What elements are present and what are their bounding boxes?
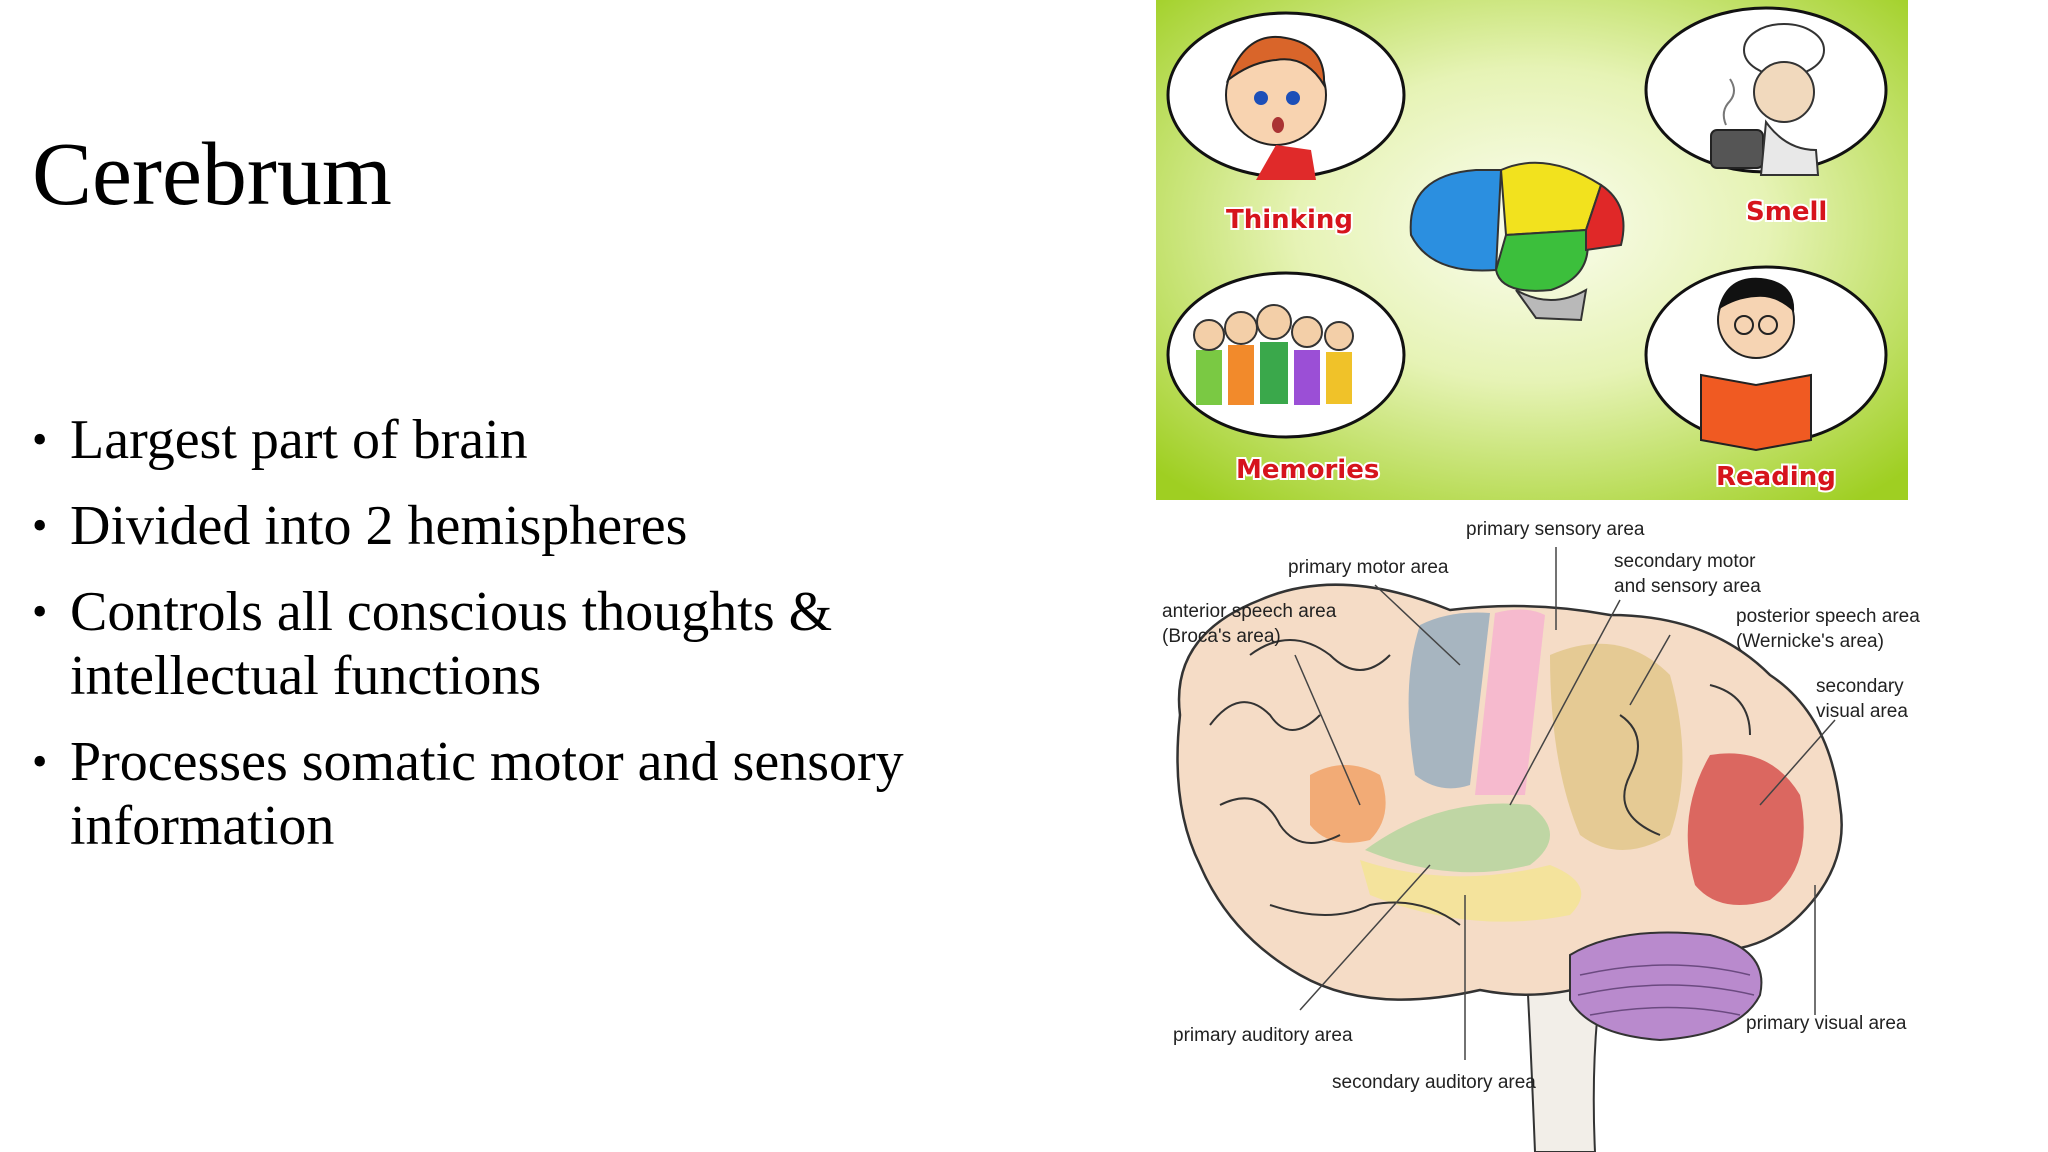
label-secondary-visual-2: visual area (1816, 701, 1908, 722)
children-memories-icon (1193, 304, 1354, 405)
bullet-text: Processes somatic motor and sensory info… (70, 731, 904, 857)
bullet-item: • Processes somatic motor and sensory inf… (32, 730, 1072, 858)
label-primary-sensory: primary sensory area (1466, 519, 1645, 540)
bullet-item: • Divided into 2 hemispheres (32, 494, 1072, 558)
label-secondary-visual-1: secondary (1816, 676, 1904, 697)
label-secondary-motor-2: and sensory area (1614, 576, 1761, 597)
bullet-marker: • (32, 587, 48, 636)
broca-region (1310, 765, 1386, 843)
bullet-text: Divided into 2 hemispheres (70, 495, 688, 557)
label-anterior-speech-2: (Broca's area) (1162, 626, 1281, 647)
label-primary-motor: primary motor area (1288, 557, 1449, 578)
label-primary-visual: primary visual area (1746, 1013, 1907, 1034)
visual-region (1687, 753, 1804, 905)
bullet-marker: • (32, 737, 48, 786)
caption-thinking: Thinking (1226, 205, 1353, 235)
label-posterior-speech-1: posterior speech area (1736, 606, 1920, 627)
chef-smell-icon (1710, 23, 1825, 176)
label-secondary-auditory: secondary auditory area (1332, 1072, 1536, 1093)
caption-smell: Smell (1746, 197, 1827, 227)
sensory-region (1475, 609, 1545, 795)
label-primary-auditory: primary auditory area (1173, 1025, 1353, 1046)
caption-memories: Memories (1236, 455, 1379, 485)
cerebellum (1569, 931, 1763, 1042)
brain-functions-illustration: Thinking Smell Memories Reading (1156, 0, 1908, 500)
bullet-text: Controls all conscious thoughts & intell… (70, 581, 833, 707)
bullet-item: • Largest part of brain (32, 408, 1072, 472)
bullet-marker: • (32, 415, 48, 464)
secondary-auditory-region (1365, 803, 1550, 873)
bullet-text: Largest part of brain (70, 409, 528, 471)
colored-brain-icon (1409, 161, 1625, 322)
slide-title: Cerebrum (32, 125, 392, 224)
bullet-item: • Controls all conscious thoughts & intel… (32, 580, 1072, 708)
labeled-brain-diagram: primary sensory area primary motor area … (1162, 519, 1920, 1152)
bullet-marker: • (32, 501, 48, 550)
label-secondary-motor-1: secondary motor (1614, 551, 1756, 572)
motor-region (1408, 612, 1490, 789)
auditory-region (1360, 860, 1582, 922)
bullet-list: • Largest part of brain • Divided into 2 h… (32, 408, 1072, 880)
caption-reading: Reading (1716, 462, 1836, 492)
label-anterior-speech-1: anterior speech area (1162, 601, 1337, 622)
reading-boy-icon (1700, 277, 1812, 452)
secondary-motor-region (1550, 643, 1683, 850)
thinking-boy-icon (1225, 35, 1327, 180)
label-posterior-speech-2: (Wernicke's area) (1736, 631, 1884, 652)
